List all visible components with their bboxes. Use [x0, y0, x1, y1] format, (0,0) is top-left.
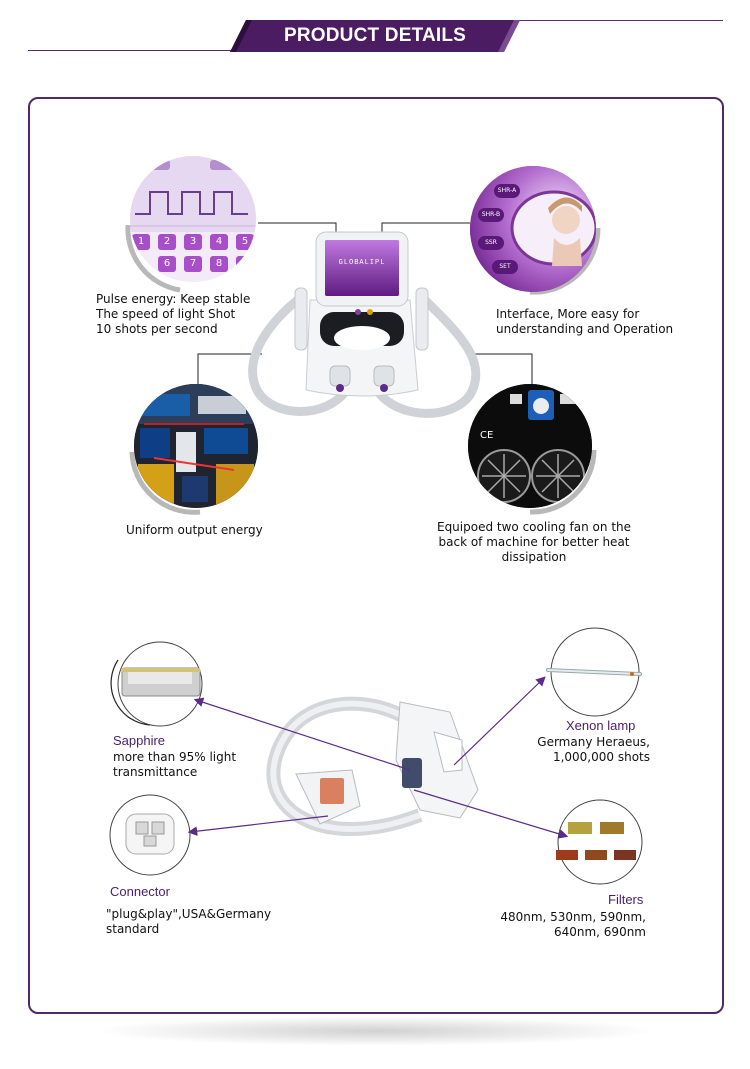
filters-title: Filters — [608, 892, 644, 907]
page-title: PRODUCT DETAILS — [283, 25, 467, 46]
caption-line: 1,000,000 shots — [552, 750, 650, 764]
face-interface-icon — [470, 166, 596, 292]
caption-line: standard — [106, 922, 160, 936]
header-banner — [230, 20, 520, 52]
caption-line: dissipation — [501, 550, 567, 564]
header-rule-left — [28, 50, 243, 51]
key-3: 3 — [184, 234, 202, 250]
frame-shadow — [90, 1016, 660, 1046]
xenon-lamp-title: Xenon lamp — [566, 718, 636, 733]
key-8: 8 — [210, 256, 228, 272]
caption-line: back of machine for better heat — [438, 535, 630, 549]
caption-line: Uniform output energy — [126, 523, 263, 537]
feature-caption-pulse: Pulse energy: Keep stable The speed of l… — [96, 292, 250, 337]
connector-title: Connector — [110, 884, 170, 899]
menu-button-shr-b: SHR-B — [478, 208, 504, 222]
key-5: 5 — [236, 234, 254, 250]
interface-circle: SHR-A SHR-B SSR SET — [470, 166, 596, 292]
caption-line: 480nm, 530nm, 590nm, — [500, 910, 646, 924]
keypad-circle: 1 2 3 4 5 6 7 8 9 — [130, 156, 256, 282]
key-7: 7 — [184, 256, 202, 272]
caption-line: 640nm, 690nm — [553, 925, 646, 939]
feature-caption-interface: Interface, More easy for understanding a… — [496, 307, 673, 337]
feature-caption-output: Uniform output energy — [126, 523, 263, 538]
screen-logo: GLOBALIPL — [338, 259, 386, 267]
sapphire-title: Sapphire — [113, 733, 166, 748]
key-6: 6 — [158, 256, 176, 272]
key-2: 2 — [158, 234, 176, 250]
caption-line: understanding and Operation — [496, 322, 674, 336]
menu-button-shr-a: SHR-A — [494, 184, 520, 198]
caption-line: Equipoed two cooling fan on the — [436, 520, 632, 534]
menu-button-set: SET — [492, 260, 518, 274]
key-9: 9 — [236, 256, 254, 272]
xenon-lamp-caption: Germany Heraeus, 1,000,000 shots — [520, 735, 650, 765]
caption-line: "plug&play",USA&Germany — [106, 907, 272, 921]
sapphire-caption: more than 95% light transmittance — [113, 750, 236, 780]
caption-line: Pulse energy: Keep stable — [96, 292, 251, 306]
header-rule-right — [505, 20, 723, 21]
circuit-board-circle — [134, 384, 258, 508]
caption-line: The speed of light Shot — [96, 307, 236, 321]
cooling-fans-circle: CE — [468, 384, 592, 508]
menu-button-ssr: SSR — [478, 236, 504, 250]
filters-caption: 480nm, 530nm, 590nm, 640nm, 690nm — [490, 910, 646, 940]
feature-caption-cooling: Equipoed two cooling fan on the back of … — [420, 520, 648, 565]
svg-text:CE: CE — [480, 430, 493, 441]
caption-line: more than 95% light — [113, 750, 237, 764]
caption-line: transmittance — [113, 765, 198, 779]
caption-line: Interface, More easy for — [496, 307, 640, 321]
caption-line: 10 shots per second — [96, 322, 218, 336]
caption-line: Germany Heraeus, — [537, 735, 650, 749]
key-4: 4 — [210, 234, 228, 250]
key-1: 1 — [132, 234, 150, 250]
circuit-board-icon — [134, 384, 258, 508]
connector-caption: "plug&play",USA&Germany standard — [106, 907, 271, 937]
cooling-fan-icon: CE — [468, 384, 592, 508]
